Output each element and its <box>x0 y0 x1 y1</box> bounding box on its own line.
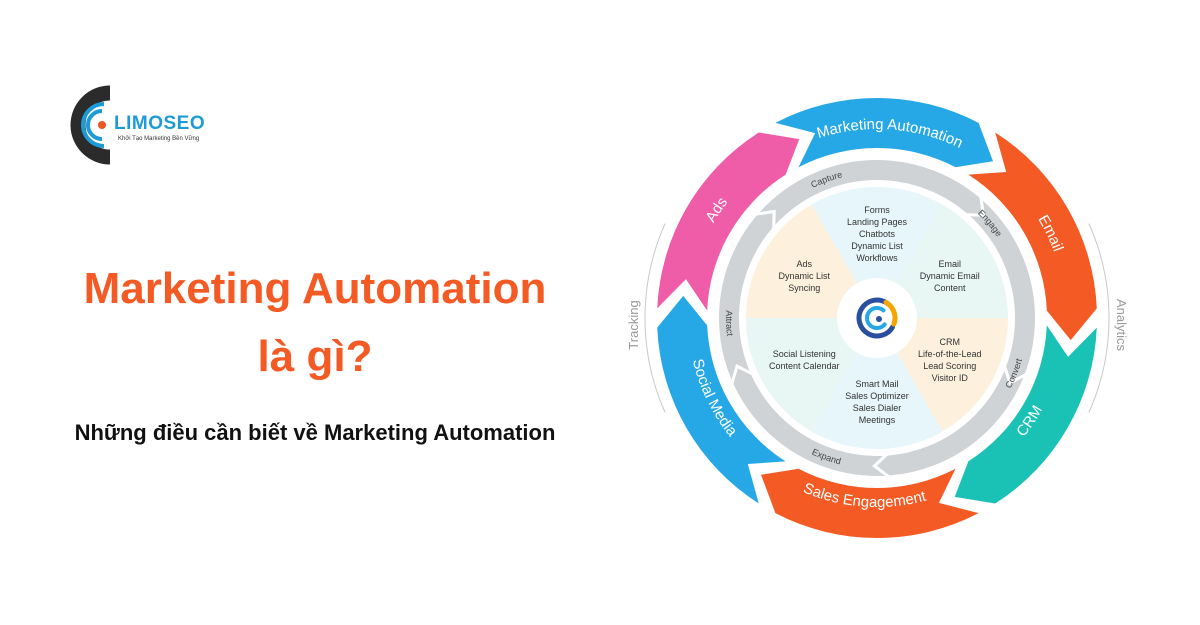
stage-arrow <box>1002 363 1029 386</box>
outer-segment <box>761 468 979 538</box>
logo-tagline: Khởi Tạo Marketing Bền Vững <box>118 136 200 142</box>
stage-arrow <box>753 209 776 232</box>
analytics-label: Analytics <box>1114 299 1129 352</box>
inner-wedge <box>877 203 1009 318</box>
page-subtitle: Những điều cần biết về Marketing Automat… <box>74 420 556 445</box>
stage-label: Attract <box>724 310 735 337</box>
ring-c-icon <box>856 297 898 339</box>
tracking-arc <box>644 223 666 413</box>
inner-wedge <box>877 318 1009 433</box>
logo: LIMOSEO Khởi Tạo Marketing Bền Vững <box>66 80 226 170</box>
inner-wedge <box>745 203 877 318</box>
logo-mark-icon <box>70 85 111 165</box>
outer-segment <box>775 98 993 168</box>
tracking-label: Tracking <box>626 300 641 349</box>
outer-segment <box>968 132 1097 341</box>
inner-border <box>744 185 1010 451</box>
outer-segment <box>954 325 1097 504</box>
title-line-2: là gì? <box>257 332 373 381</box>
title-line-1: Marketing Automation <box>83 264 547 313</box>
outer-segment <box>657 132 800 311</box>
analytics-arc <box>1088 223 1110 413</box>
logo-name: LIMOSEO <box>114 113 206 134</box>
inner-wedge <box>811 186 943 318</box>
inner-wedge <box>745 318 877 433</box>
stage-arrow <box>729 364 756 387</box>
outer-segment <box>657 295 786 504</box>
stage-arrow <box>963 194 986 217</box>
stage-arrow <box>872 451 892 480</box>
stage-ring <box>719 160 1035 476</box>
inner-wedge <box>811 318 943 450</box>
page-title: Marketing Automation là gì? <box>20 255 610 391</box>
